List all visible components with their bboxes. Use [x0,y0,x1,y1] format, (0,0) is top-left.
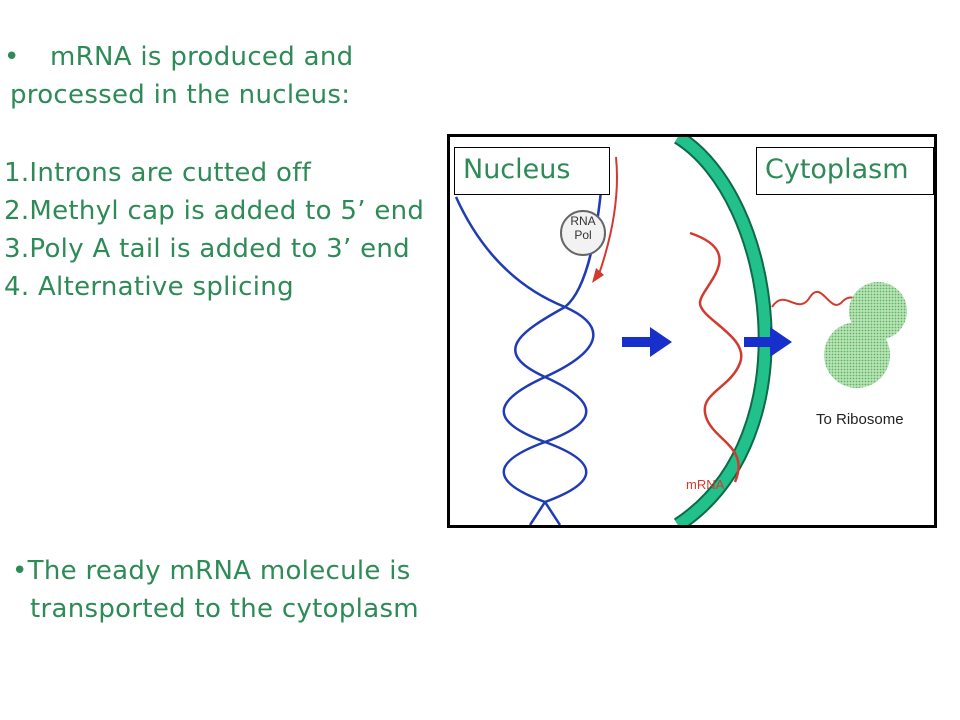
cytoplasm-label: Cytoplasm [756,147,934,195]
rna-pol-icon [560,210,606,256]
intro-text: • mRNA is produced and processed in the n… [0,38,353,114]
outro-line-2: transported to the cytoplasm [30,594,419,624]
step-item: 4. Alternative splicing [4,272,294,302]
nascent-rna [597,156,619,278]
outro-line-1: •The ready mRNA molecule is [12,556,411,586]
ribosome-label: To Ribosome [816,411,904,428]
nuclear-membrane [673,137,773,525]
step-item: 2.Methyl cap is added to 5’ end [4,196,425,226]
arrow-icon [744,327,792,357]
step-item: 3.Poly A tail is added to 3’ end [4,234,410,264]
arrow-icon [622,327,672,357]
nucleus-label: Nucleus [454,147,610,195]
mrna-transport-diagram: Nucleus Cytoplasm RNA Pol mRNA To Riboso… [447,134,937,528]
outro-text: •The ready mRNA molecule is transported … [12,552,419,628]
mrna-label: mRNA [686,477,725,492]
mrna-strand [689,231,743,483]
rna-pol-label-line-1: RNA [570,214,596,228]
diagram-drawing [454,137,907,525]
nuclear-membrane-inner [674,137,771,525]
step-item: 1.Introns are cutted off [4,158,312,188]
bullet: • [4,42,20,72]
intro-line-2: processed in the nucleus: [10,80,351,110]
steps-list: 1.Introns are cutted off 2.Methyl cap is… [4,154,424,306]
ribosome-icon [824,322,890,388]
rna-pol-label-line-2: Pol [574,228,592,242]
dna-strand [502,154,606,525]
rna-arrowhead [592,268,604,283]
intro-line-1: mRNA is produced and [50,42,354,72]
rna-pol-label: RNA Pol [565,214,601,242]
